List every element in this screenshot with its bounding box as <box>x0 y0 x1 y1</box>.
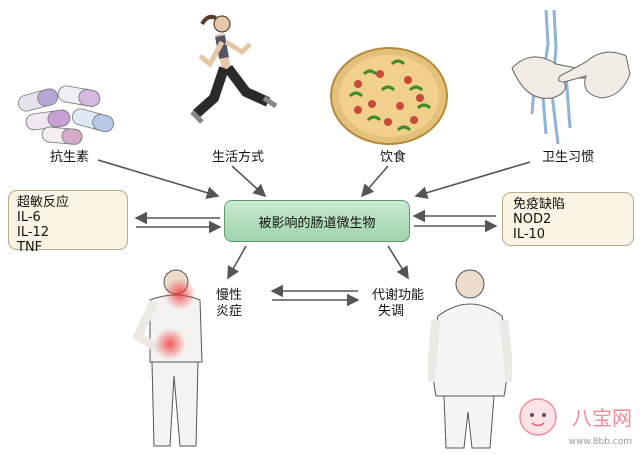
arrow-hygiene <box>414 161 531 199</box>
watermark-url: www.8bb.com <box>568 437 632 447</box>
left-box-line: IL-6 <box>17 210 41 225</box>
arrow-center-to-inflammation <box>227 245 247 280</box>
outcome-label-inflammation-1: 慢性 <box>216 288 243 303</box>
outcome-label-metabolic-1: 代谢功能 <box>372 288 425 303</box>
runner-illustration <box>190 14 278 124</box>
left-box-line: TNF <box>17 240 43 255</box>
right-box-line: IL-10 <box>513 227 546 242</box>
arrow-diet <box>360 165 389 198</box>
arrow-center-to-metabolic <box>387 245 409 280</box>
right-box-line: 免疫缺陷 <box>513 197 566 212</box>
left-box-line: 超敏反应 <box>17 195 70 210</box>
outcome-label-metabolic-2: 失调 <box>378 304 405 319</box>
center-microbiota-box: 被影响的肠道微生物 <box>224 200 410 242</box>
factor-label-lifestyle: 生活方式 <box>212 150 265 165</box>
inflamed-person-illustration <box>132 269 203 447</box>
watermark-brand: 八宝网 <box>572 406 632 430</box>
arrow-lifestyle <box>231 165 267 198</box>
handwash-illustration <box>511 9 631 145</box>
right-box-line: NOD2 <box>513 212 552 227</box>
factor-label-diet: 饮食 <box>380 150 407 165</box>
outcome-label-inflammation-2: 炎症 <box>216 304 243 319</box>
factor-label-hygiene: 卫生习惯 <box>542 150 595 165</box>
left-box-hypersensitivity: 超敏反应 IL-6 IL-12 TNF <box>8 190 128 255</box>
right-box-immunodeficiency: 免疫缺陷 NOD2 IL-10 <box>502 192 634 246</box>
pizza-illustration <box>330 47 448 145</box>
factor-label-antibiotics: 抗生素 <box>50 150 90 165</box>
left-box-line: IL-12 <box>17 225 50 240</box>
center-label: 被影响的肠道微生物 <box>258 215 376 231</box>
pills-illustration <box>18 85 114 145</box>
arrow-antibiotics <box>97 159 220 199</box>
watermark-baby-logo <box>519 398 557 436</box>
obese-person-illustration <box>428 269 512 449</box>
